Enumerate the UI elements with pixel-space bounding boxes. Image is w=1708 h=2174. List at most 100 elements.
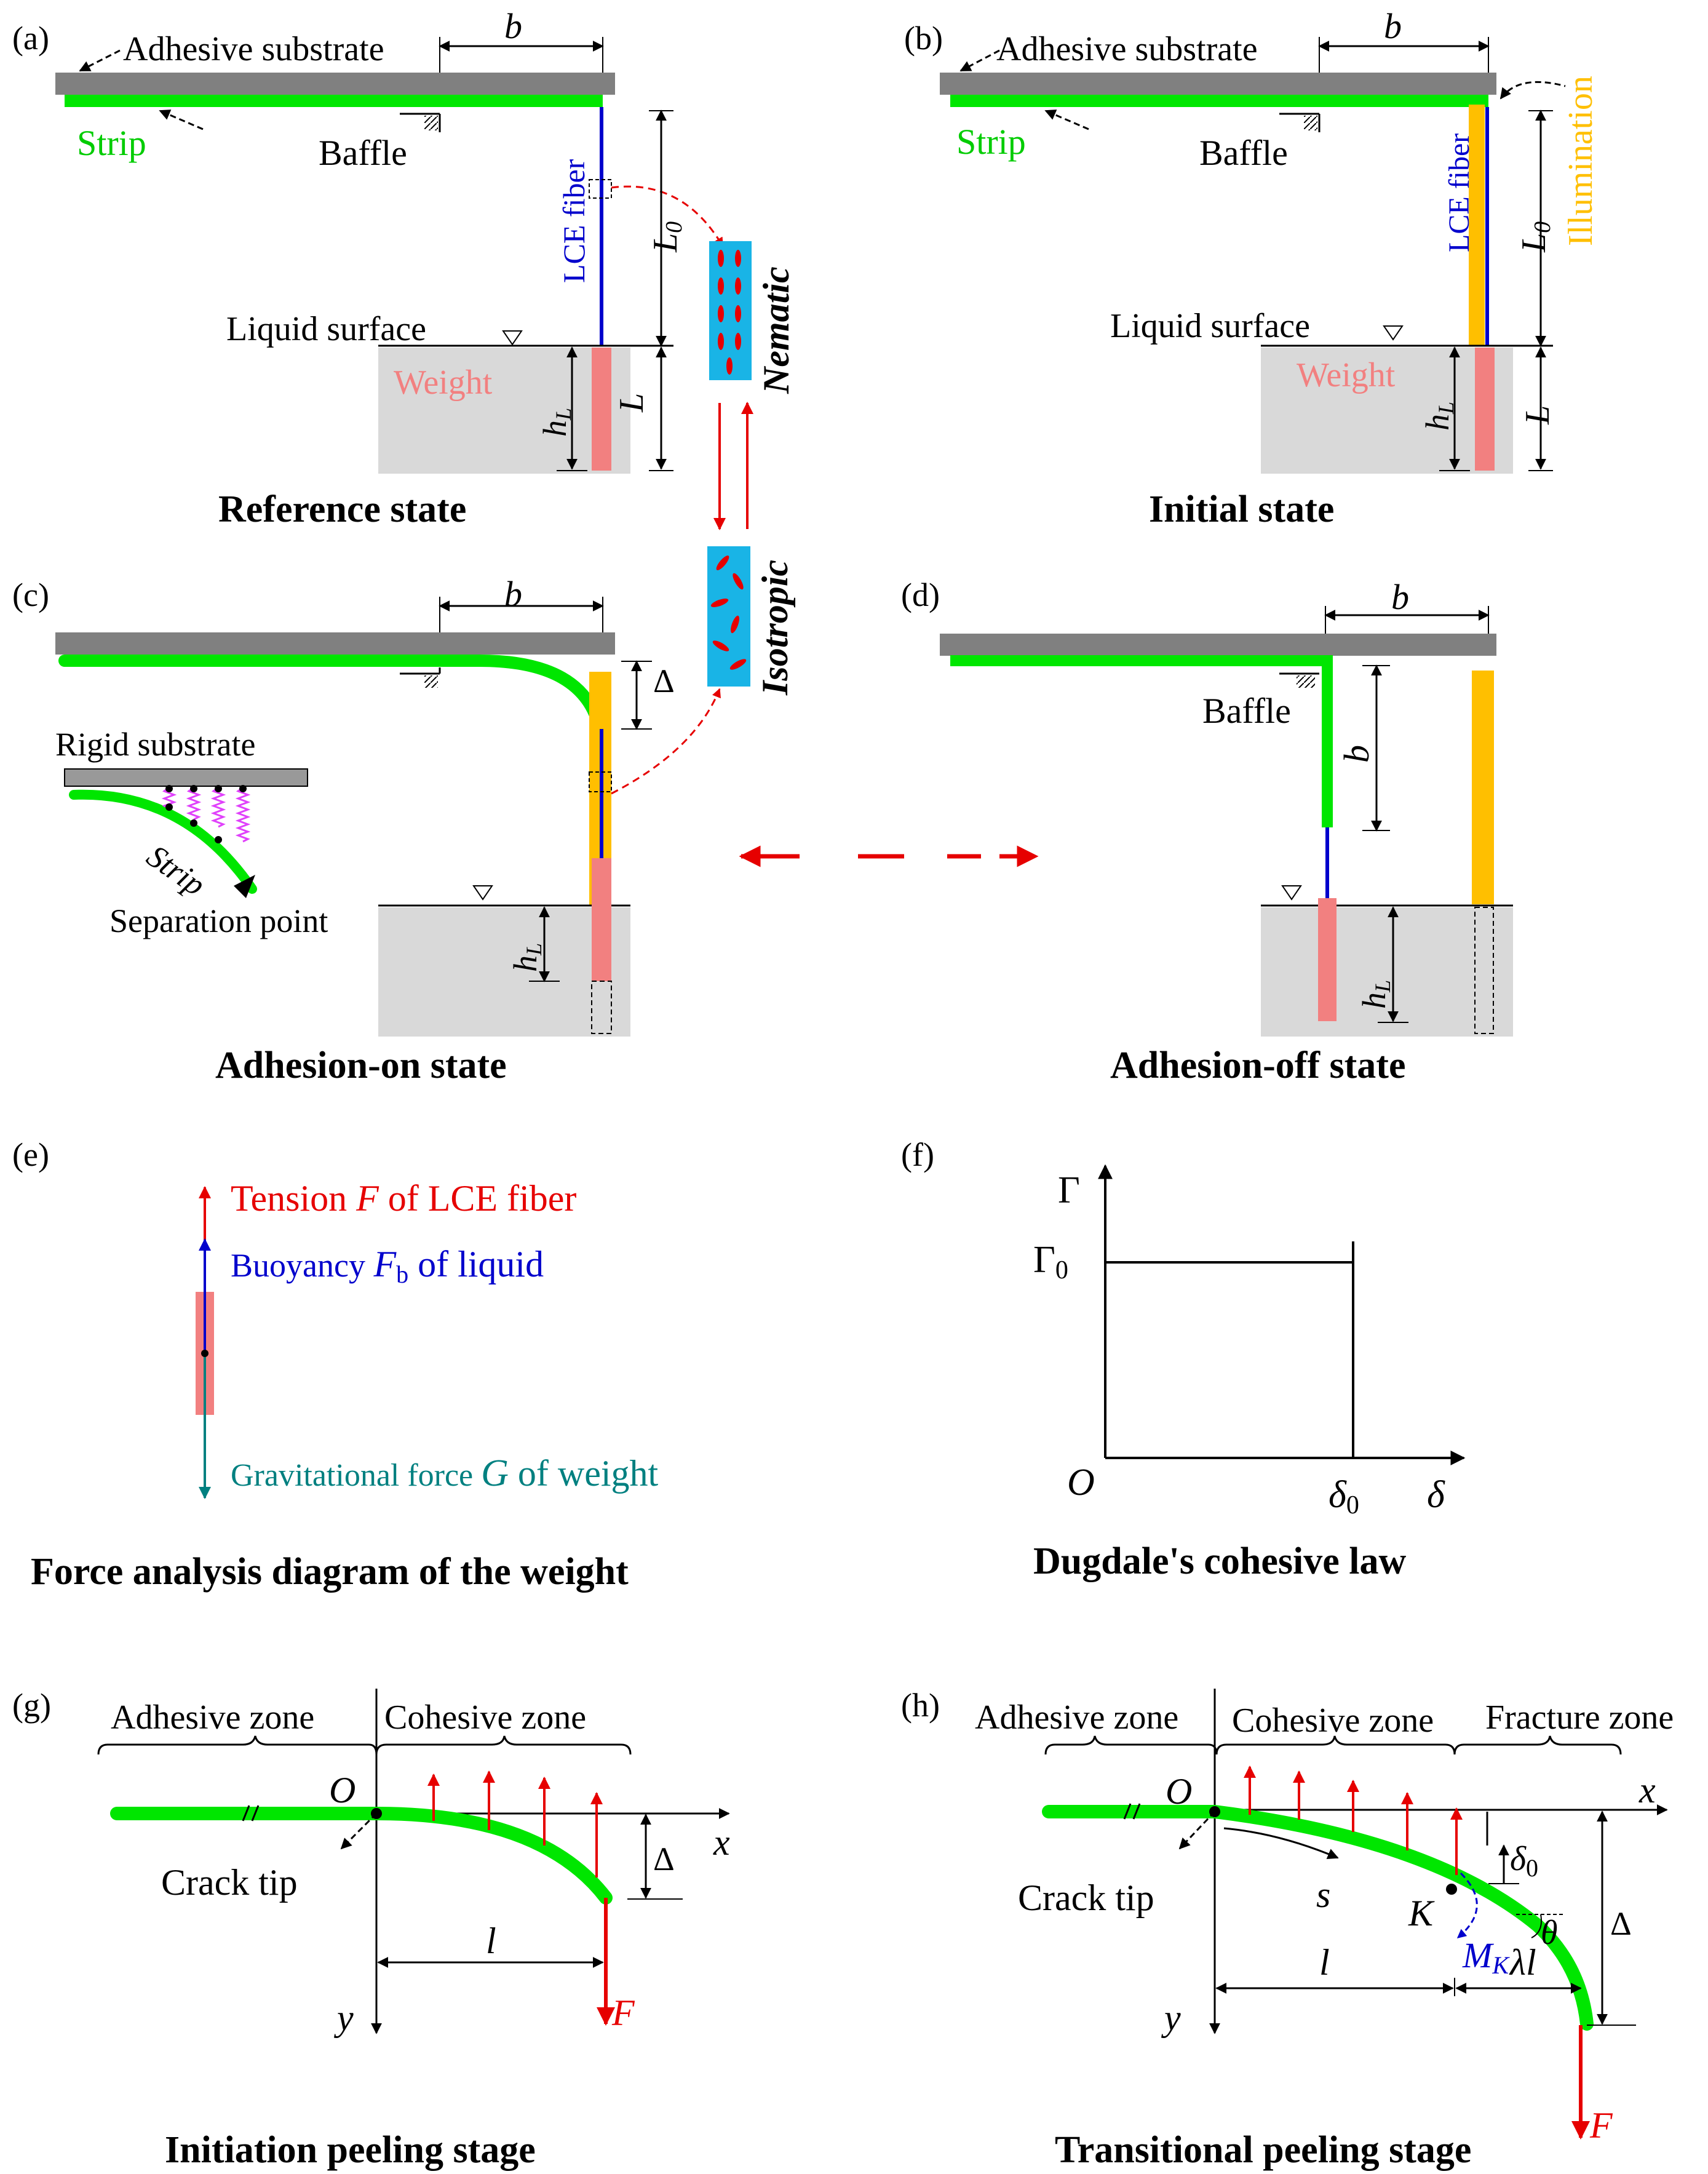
panel-f: (f) Γ Γ0 O δ0 δ Dugdale's cohesive law — [901, 1136, 1466, 1582]
adhesive-zone-label: Adhesive zone — [111, 1698, 314, 1737]
phase-transition: Nematic Isotropic — [707, 241, 796, 696]
separation-point-label: Separation point — [109, 902, 328, 939]
L-label: L — [1519, 405, 1557, 425]
hL-label: hL — [1419, 402, 1458, 431]
peeling-strip — [1042, 1805, 1594, 2031]
b-label: b — [504, 574, 522, 614]
weight — [1475, 348, 1495, 471]
L0-label: L0 — [1515, 221, 1555, 253]
panel-c-caption: Adhesion-on state — [215, 1045, 507, 1086]
point-K — [1446, 1884, 1457, 1895]
panel-d-label: (d) — [901, 576, 940, 613]
adhesive-substrate-label: Adhesive substrate — [123, 30, 384, 68]
liquid-level-marker — [472, 885, 493, 901]
panel-d-caption: Adhesion-off state — [1110, 1045, 1405, 1086]
panel-h: (h) Adhesive zone Cohesive zone Fracture… — [901, 1687, 1674, 2171]
delta-label: Δ — [1610, 1905, 1632, 1942]
y-label: y — [333, 1997, 354, 2038]
break-mark — [242, 1805, 260, 1822]
L-label: L — [613, 393, 651, 413]
adhesive-substrate — [55, 73, 615, 95]
delta-label: Δ — [653, 663, 675, 699]
liquid-level-marker — [502, 330, 523, 346]
cohesive-tractions — [1244, 1766, 1463, 1875]
b-vertical-label: b — [1337, 745, 1376, 763]
hL-label: hL — [536, 408, 576, 437]
fracture-zone-brace — [1453, 1735, 1622, 1755]
fracture-zone-label: Fracture zone — [1485, 1698, 1674, 1737]
gamma-label: Γ — [1058, 1169, 1080, 1211]
lambda-l-label: λl — [1509, 1942, 1536, 1983]
delta-label: Δ — [653, 1841, 675, 1877]
panel-f-label: (f) — [901, 1136, 934, 1173]
adhesive-zone-brace — [97, 1735, 378, 1755]
rigid-substrate — [64, 768, 308, 787]
cohesive-springs — [161, 786, 251, 843]
adhesive-substrate — [940, 634, 1496, 656]
crack-tip-pointer — [340, 1812, 378, 1850]
zoom-strip — [69, 789, 257, 894]
liquid-surface-label: Liquid surface — [226, 310, 426, 348]
zoom-arrow-isotropic — [611, 688, 721, 795]
weight-ghost — [1474, 907, 1494, 1034]
crack-tip-label: Crack tip — [1018, 1877, 1154, 1918]
nematic-label: Nematic — [756, 266, 796, 394]
baffle-label: Baffle — [319, 133, 407, 173]
strip-label: Strip — [77, 123, 146, 163]
liquid — [378, 348, 630, 474]
strip-label: Strip — [956, 122, 1026, 162]
weight — [1318, 898, 1337, 1021]
lce-fiber-label: LCE fiber — [1443, 133, 1476, 252]
panel-h-caption: Transitional peeling stage — [1055, 2129, 1471, 2171]
s-label: s — [1316, 1874, 1330, 1915]
L0-label: L0 — [646, 221, 687, 253]
liquid-level-marker — [1281, 885, 1302, 901]
panel-b-caption: Initial state — [1149, 488, 1334, 530]
buoyancy-label: Buoyancy Fb of liquid — [231, 1244, 544, 1288]
lce-fiber-label: LCE fiber — [557, 159, 591, 283]
weight — [592, 348, 611, 471]
cohesive-law-curve — [1105, 1261, 1354, 1458]
tension-label: Tension F of LCE fiber — [231, 1178, 576, 1219]
panel-c-label: (c) — [12, 576, 49, 613]
illumination-pointer — [1499, 81, 1566, 100]
liquid — [378, 907, 630, 1037]
MK-label: MK — [1462, 1935, 1510, 1979]
cohesive-tractions — [427, 1770, 603, 1877]
substrate-pointer — [79, 49, 121, 72]
strip-pointer — [1044, 109, 1089, 130]
weight — [592, 858, 611, 981]
delta-label: δ — [1427, 1474, 1445, 1516]
peeled-strip — [950, 655, 1333, 827]
weight-ghost — [591, 981, 612, 1034]
gravity-label: Gravitational force G of weight — [231, 1452, 659, 1494]
weight-label: Weight — [1297, 356, 1396, 394]
panel-g-caption: Initiation peeling stage — [165, 2129, 536, 2171]
panel-e: (e) Tension F of LCE fiber Buoyancy Fb o… — [12, 1136, 659, 1593]
x-label: x — [1638, 1770, 1656, 1810]
separation-point-marker — [234, 875, 255, 898]
fiber-zoom-box — [589, 179, 612, 199]
b-label: b — [1384, 6, 1402, 46]
break-mark — [1123, 1803, 1141, 1820]
hL-label: hL — [507, 943, 546, 972]
panel-e-caption: Force analysis diagram of the weight — [31, 1551, 629, 1593]
centroid — [201, 1350, 209, 1357]
panel-g: (g) Adhesive zone Cohesive zone O x y F … — [12, 1687, 730, 2171]
adhesive-zone-brace — [1044, 1735, 1218, 1755]
panel-f-caption: Dugdale's cohesive law — [1033, 1540, 1406, 1582]
liquid — [1261, 348, 1513, 474]
liquid-level-marker — [1383, 325, 1404, 341]
b-label: b — [1391, 577, 1409, 617]
K-label: K — [1408, 1893, 1435, 1933]
panel-g-label: (g) — [12, 1687, 51, 1724]
theta-label: θ — [1541, 1914, 1558, 1952]
zoom-strip-label: Strip — [140, 838, 212, 903]
liquid — [1261, 907, 1513, 1037]
weight-label: Weight — [394, 364, 493, 402]
moment-MK — [1456, 1872, 1478, 1939]
panel-a-caption: Reference state — [218, 488, 466, 530]
adhesive-zone-label: Adhesive zone — [975, 1698, 1178, 1737]
cohesive-zone-label: Cohesive zone — [384, 1698, 586, 1737]
